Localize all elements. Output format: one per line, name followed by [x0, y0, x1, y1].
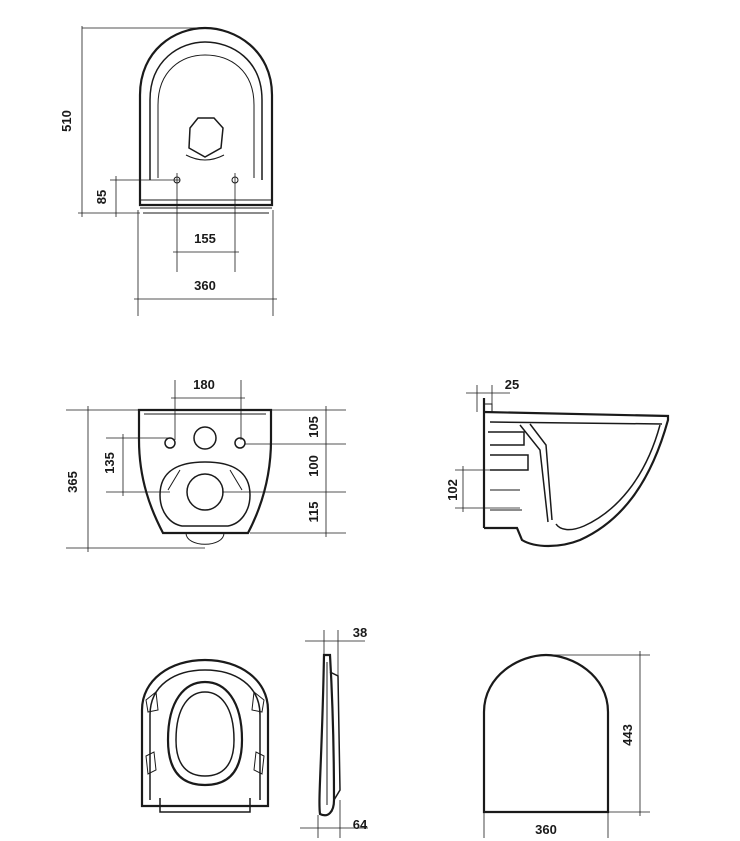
side-outlet-height-label: 102 [445, 479, 460, 501]
side-wall-gap-label: 25 [505, 377, 519, 392]
top-height-label: 510 [59, 110, 74, 132]
front-view: 365 180 135 105 100 115 [65, 377, 346, 552]
top-bolt-spacing-label: 155 [194, 231, 216, 246]
seat-top-view [140, 658, 270, 813]
front-height-label: 365 [65, 471, 80, 493]
side-view: 25 102 [445, 377, 670, 548]
front-side-offset-label: 135 [102, 452, 117, 474]
lid-view: 443 360 [482, 651, 650, 838]
front-upper-label: 105 [306, 416, 321, 438]
front-lower-label: 115 [306, 502, 321, 523]
front-inlet-spacing-label: 180 [193, 377, 215, 392]
lid-height-label: 443 [620, 724, 635, 746]
top-width-label: 360 [194, 278, 216, 293]
seat-thickness-top-label: 38 [353, 625, 367, 640]
front-middle-label: 100 [306, 455, 321, 477]
lid-width-label: 360 [535, 822, 557, 837]
seat-thickness-bottom-label: 64 [353, 817, 368, 832]
seat-side-view: 38 64 [300, 625, 368, 838]
top-bolt-offset-label: 85 [94, 190, 109, 204]
top-view: 510 85 155 360 [59, 26, 277, 316]
